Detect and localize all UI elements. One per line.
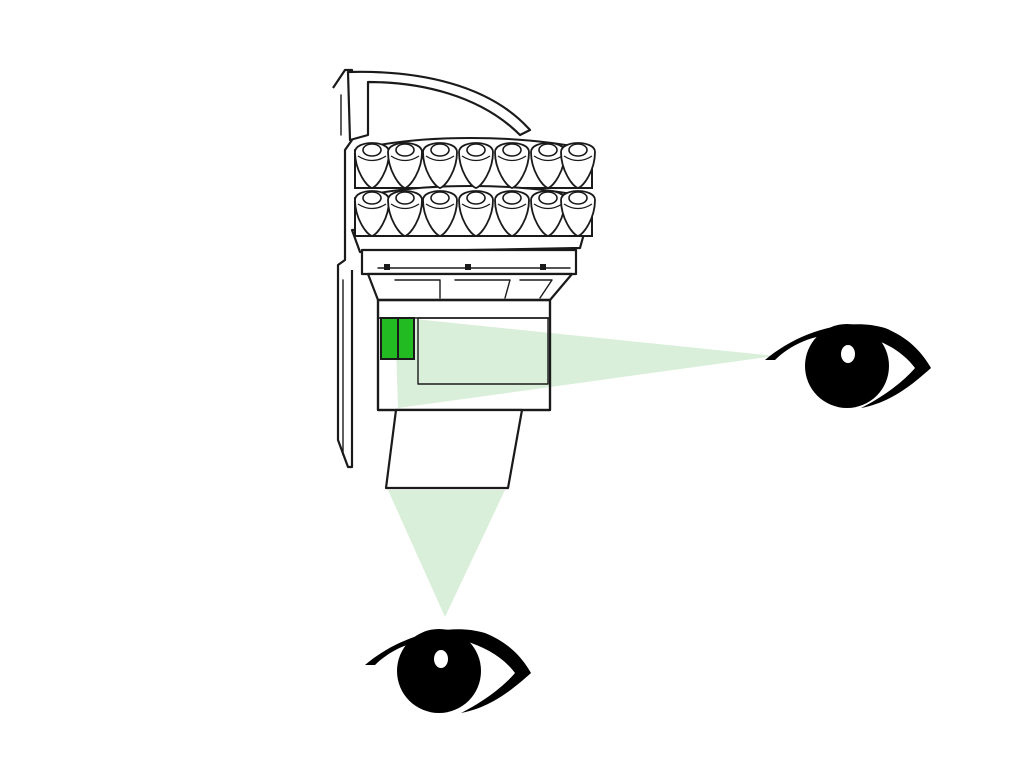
cyclone-cone bbox=[422, 190, 458, 237]
cyclone-cone bbox=[387, 142, 423, 189]
top-hood bbox=[346, 70, 532, 142]
bin-window bbox=[417, 317, 549, 385]
collar bbox=[360, 248, 578, 276]
cyclone-assembly bbox=[332, 68, 587, 490]
cyclone-cone bbox=[422, 142, 458, 189]
cyclone-cone bbox=[458, 190, 494, 237]
cyclone-cone-cap bbox=[430, 191, 450, 205]
green-sensor bbox=[380, 317, 415, 360]
side-view-eye-icon bbox=[765, 324, 931, 408]
cyclone-cone bbox=[494, 190, 530, 237]
cyclone-cone-cap bbox=[395, 191, 415, 205]
cyclone-cone bbox=[530, 142, 566, 189]
cyclone-cone-cap bbox=[430, 143, 450, 157]
cyclone-cone-cap bbox=[395, 143, 415, 157]
cyclone-cone-cap bbox=[568, 191, 588, 205]
cyclone-cone-cap bbox=[568, 143, 588, 157]
cyclone-cone bbox=[354, 190, 390, 237]
cyclone-cone bbox=[387, 190, 423, 237]
bottom-view-eye-icon bbox=[365, 629, 531, 713]
bin-chute bbox=[384, 408, 524, 490]
cyclone-cone-cap bbox=[538, 191, 558, 205]
cyclone-cone-cap bbox=[466, 191, 486, 205]
cyclone-cone bbox=[458, 142, 494, 189]
cyclone-cone-cap bbox=[502, 143, 522, 157]
cyclone-cone bbox=[530, 190, 566, 237]
cyclone-cone-cap bbox=[502, 191, 522, 205]
cyclone-cones bbox=[354, 137, 596, 237]
cyclone-cone-cap bbox=[362, 143, 382, 157]
cyclone-cone-cap bbox=[466, 143, 486, 157]
cyclone-cone bbox=[494, 142, 530, 189]
cyclone-cone bbox=[560, 190, 596, 237]
bottom-view-light-beam bbox=[388, 490, 505, 617]
back-plate bbox=[332, 68, 354, 469]
cyclone-cone bbox=[560, 142, 596, 189]
cyclone-cone-cap bbox=[538, 143, 558, 157]
cyclone-cone-cap bbox=[362, 191, 382, 205]
side-view-light-beam bbox=[395, 317, 775, 408]
cyclone-cone bbox=[354, 142, 390, 189]
